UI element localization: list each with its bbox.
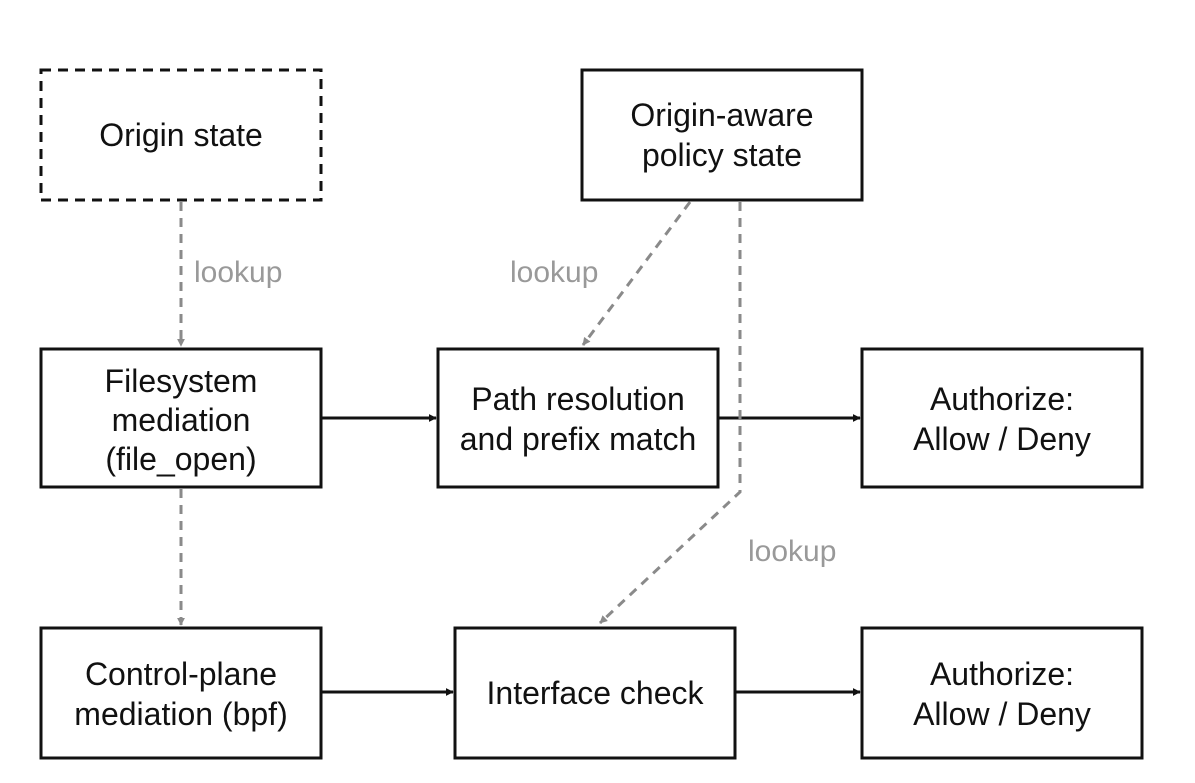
arrow-policy-to-path — [581, 201, 692, 346]
cp-mediation-box — [39, 626, 323, 760]
origin-state-label: Origin state — [99, 117, 263, 153]
authorize-bottom-node: Authorize: Allow / Deny — [860, 626, 1144, 760]
authorize-top-label-line1: Authorize: — [930, 381, 1074, 417]
authorize-top-node: Authorize: Allow / Deny — [860, 347, 1144, 489]
path-resolution-node: Path resolution and prefix match — [436, 347, 720, 489]
fs-mediation-label-line2: mediation — [112, 402, 251, 438]
interface-check-box — [453, 626, 737, 760]
authorize-bottom-label-line1: Authorize: — [930, 656, 1074, 692]
path-resolution-box — [436, 347, 720, 489]
arrow-policy-to-interface — [598, 202, 742, 625]
interface-check-node: Interface check — [453, 626, 737, 760]
policy-state-label-line2: policy state — [642, 137, 802, 173]
policy-state-label-line1: Origin-aware — [630, 97, 813, 133]
fs-mediation-box — [39, 347, 323, 489]
path-resolution-label-line2: and prefix match — [460, 421, 697, 457]
fs-mediation-node: Filesystem mediation (file_open) — [39, 347, 323, 489]
path-resolution-label-line1: Path resolution — [471, 381, 684, 417]
cp-mediation-label-line1: Control-plane — [85, 656, 277, 692]
fs-mediation-label-line1: Filesystem — [105, 363, 258, 399]
policy-state-node: Origin-aware policy state — [580, 68, 864, 202]
authorize-top-label-line2: Allow / Deny — [913, 421, 1091, 457]
origin-state-box — [39, 68, 323, 202]
authorize-top-box — [860, 347, 1144, 489]
policy-interface-lookup-label: lookup — [748, 535, 836, 568]
origin-lookup-label: lookup — [194, 256, 282, 289]
cp-mediation-node: Control-plane mediation (bpf) — [39, 626, 323, 760]
fs-mediation-label-line3: (file_open) — [105, 441, 256, 477]
policy-state-box — [580, 68, 864, 202]
authorize-bottom-box — [860, 626, 1144, 760]
policy-path-lookup-label: lookup — [510, 256, 598, 289]
interface-check-label: Interface check — [487, 675, 705, 711]
origin-state-node: Origin state — [39, 68, 323, 202]
cp-mediation-label-line2: mediation (bpf) — [74, 696, 287, 732]
authorize-bottom-label-line2: Allow / Deny — [913, 696, 1091, 732]
